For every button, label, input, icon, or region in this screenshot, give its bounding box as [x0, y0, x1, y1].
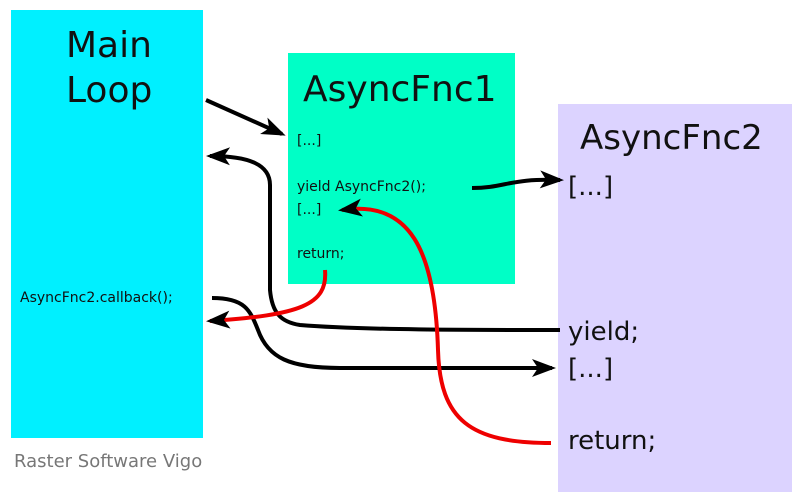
async2-line3: [...] — [568, 354, 614, 384]
async1-title: AsyncFnc1 — [303, 69, 497, 110]
main-loop-title-line1: Main — [66, 25, 152, 66]
arrow-main-to-async1-head — [260, 117, 286, 136]
async2-box — [558, 104, 792, 492]
arrow-async1-return-to-main-head — [206, 310, 231, 329]
async1-line4: return; — [297, 246, 345, 262]
async1-line1: [...] — [297, 133, 322, 149]
arrow-callback-to-async2-head — [532, 359, 556, 377]
async2-title: AsyncFnc2 — [580, 118, 763, 158]
async2-line4: return; — [568, 426, 657, 456]
arrow-async2-yield-to-main-head — [206, 147, 231, 166]
async2-line1: [...] — [568, 172, 614, 202]
main-loop-box — [11, 10, 203, 438]
arrow-callback-to-async2 — [211, 296, 552, 370]
async2-line2: yield; — [568, 317, 640, 347]
async1-line2: yield AsyncFnc2(); — [297, 179, 426, 195]
main-loop-title-line2: Loop — [66, 70, 153, 111]
main-loop-callback-text: AsyncFnc2.callback(); — [20, 290, 173, 306]
arrow-main-to-async1 — [205, 98, 283, 136]
credit-text: Raster Software Vigo — [14, 451, 203, 472]
async1-line3: [...] — [297, 202, 322, 218]
